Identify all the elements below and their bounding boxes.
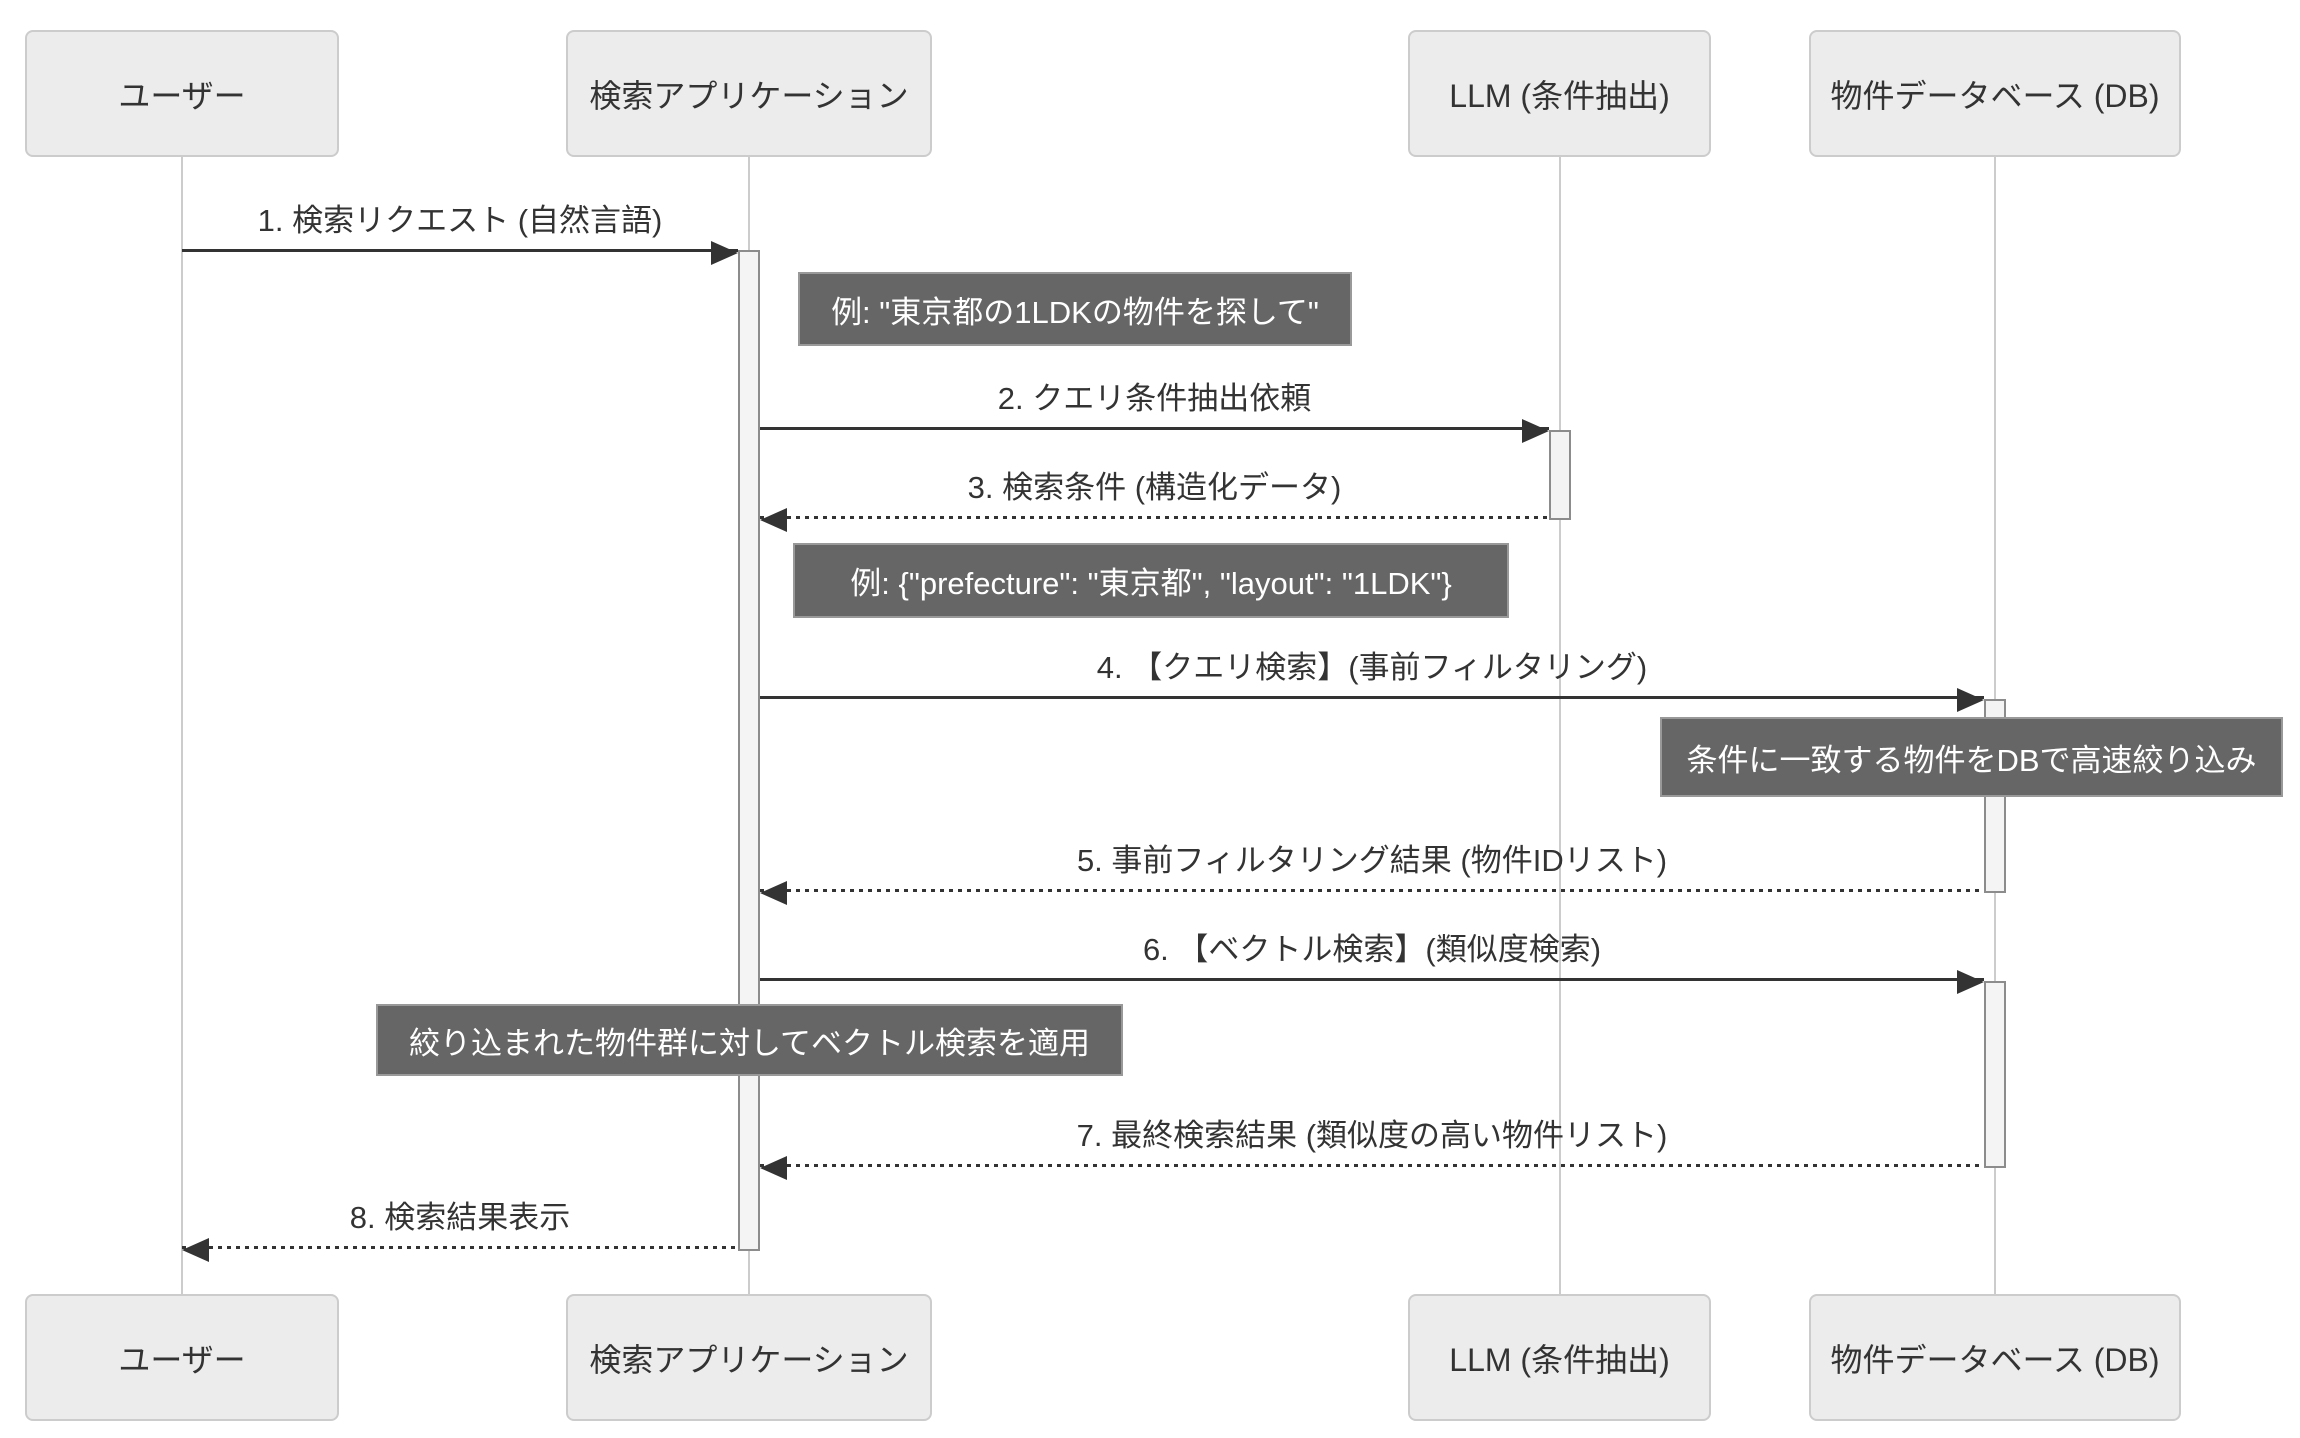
message-5-line (760, 889, 1984, 892)
message-8-label: 8. 検索結果表示 (349, 1200, 571, 1235)
actor-app-bottom-box: 検索アプリケーション (566, 1294, 932, 1421)
message-4: 4. 【クエリ検索】(事前フィルタリング) (760, 643, 1984, 712)
actor-app-top-box: 検索アプリケーション (566, 30, 932, 157)
message-1-line (182, 249, 738, 252)
message-7: 7. 最終検索結果 (類似度の高い物件リスト) (760, 1111, 1984, 1180)
message-7-line (760, 1164, 1984, 1167)
message-2: 2. クエリ条件抽出依頼 (760, 374, 1549, 443)
actor-db-top-box: 物件データベース (DB) (1809, 30, 2181, 157)
lifeline-user (181, 157, 183, 1294)
message-6-label: 6. 【ベクトル検索】(類似度検索) (1142, 932, 1602, 967)
actor-user-label: ユーザー (118, 77, 246, 114)
message-3-label: 3. 検索条件 (構造化データ) (967, 470, 1342, 505)
activation-bar-llm (1549, 430, 1571, 520)
arrowhead-right-icon (1957, 688, 1984, 712)
message-3-line (760, 516, 1549, 519)
arrowhead-left-icon (182, 1238, 209, 1262)
message-2-label: 2. クエリ条件抽出依頼 (997, 381, 1312, 416)
note-db-prefilter: 条件に一致する物件をDBで高速絞り込み (1660, 717, 2283, 797)
message-8: 8. 検索結果表示 (182, 1193, 738, 1262)
message-4-line (760, 696, 1984, 699)
message-7-label: 7. 最終検索結果 (類似度の高い物件リスト) (1076, 1118, 1668, 1153)
activation-bar-app (738, 250, 760, 1251)
message-1-label: 1. 検索リクエスト (自然言語) (257, 203, 663, 238)
note-example-structured-conditions: 例: {"prefecture": "東京都", "layout": "1LDK… (793, 543, 1509, 618)
message-4-label: 4. 【クエリ検索】(事前フィルタリング) (1096, 650, 1648, 685)
message-1: 1. 検索リクエスト (自然言語) (182, 196, 738, 265)
message-2-line (760, 427, 1549, 430)
note-example-query: 例: "東京都の1LDKの物件を探して" (798, 272, 1352, 346)
arrowhead-right-icon (1957, 970, 1984, 994)
note-vector-search-applied-text: 絞り込まれた物件群に対してベクトル検索を適用 (408, 1025, 1091, 1061)
message-5-label: 5. 事前フィルタリング結果 (物件IDリスト) (1076, 843, 1668, 878)
message-6: 6. 【ベクトル検索】(類似度検索) (760, 925, 1984, 994)
message-5: 5. 事前フィルタリング結果 (物件IDリスト) (760, 836, 1984, 905)
note-vector-search-applied: 絞り込まれた物件群に対してベクトル検索を適用 (376, 1004, 1123, 1076)
note-db-prefilter-text: 条件に一致する物件をDBで高速絞り込み (1686, 742, 2257, 778)
actor-llm-label: LLM (条件抽出) (1449, 77, 1670, 114)
actor-db-label: 物件データベース (DB) (1830, 77, 2160, 114)
note-example-query-text: 例: "東京都の1LDKの物件を探して" (831, 294, 1319, 330)
arrowhead-left-icon (760, 881, 787, 905)
actor-user-bottom-box: ユーザー (25, 1294, 339, 1421)
note-example-structured-conditions-text: 例: {"prefecture": "東京都", "layout": "1LDK… (850, 566, 1452, 601)
arrowhead-right-icon (1522, 419, 1549, 443)
message-3: 3. 検索条件 (構造化データ) (760, 463, 1549, 532)
arrowhead-left-icon (760, 1156, 787, 1180)
actor-llm-label: LLM (条件抽出) (1449, 1341, 1670, 1378)
actor-user-top-box: ユーザー (25, 30, 339, 157)
actor-app-label: 検索アプリケーション (589, 1341, 909, 1378)
actor-llm-top-box: LLM (条件抽出) (1408, 30, 1711, 157)
message-6-line (760, 978, 1984, 981)
actor-db-bottom-box: 物件データベース (DB) (1809, 1294, 2181, 1421)
arrowhead-left-icon (760, 508, 787, 532)
activation-bar-db-2 (1984, 981, 2006, 1168)
lifeline-llm (1559, 157, 1561, 1294)
arrowhead-right-icon (711, 241, 738, 265)
actor-llm-bottom-box: LLM (条件抽出) (1408, 1294, 1711, 1421)
actor-user-label: ユーザー (118, 1341, 246, 1378)
actor-app-label: 検索アプリケーション (589, 77, 909, 114)
message-8-line (182, 1246, 738, 1249)
actor-db-label: 物件データベース (DB) (1830, 1341, 2160, 1378)
